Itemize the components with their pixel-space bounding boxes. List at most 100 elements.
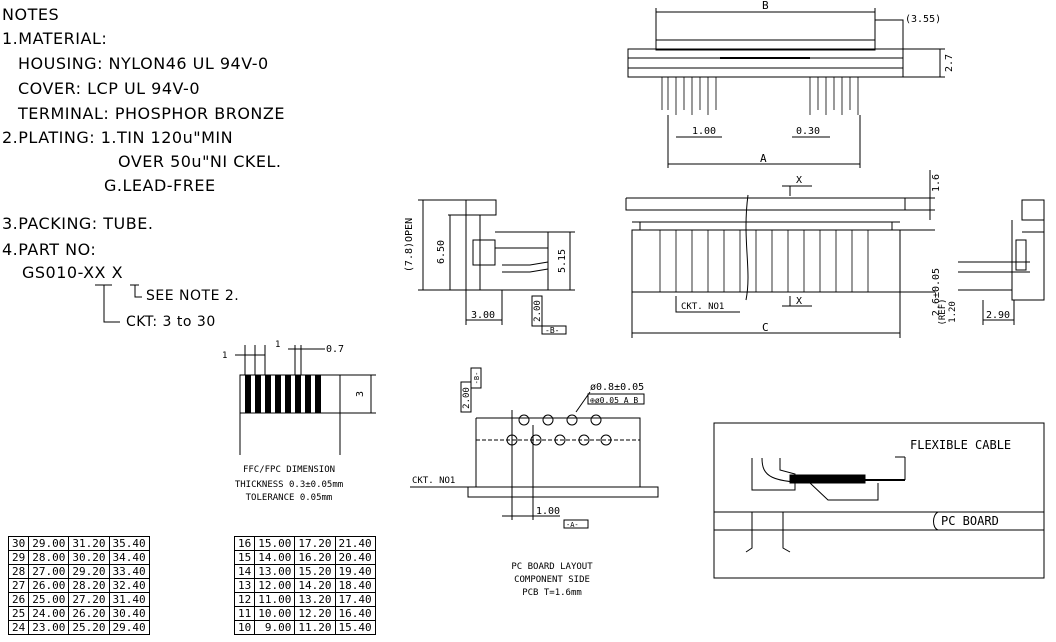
pcb-dim-1-00: 1.00 — [536, 506, 560, 517]
ckt-no1-front: CKT. NO1 — [681, 302, 724, 312]
dim-1-6: 1.6 — [931, 174, 942, 192]
table-cell: 10.00 — [254, 606, 296, 621]
detail-box — [713, 422, 1045, 579]
pcb-holes-row1 — [518, 414, 602, 426]
dim-3-55: (3.55) — [905, 14, 941, 25]
dim-3-00: 3.00 — [471, 310, 495, 321]
dim-2-7: 2.7 — [944, 54, 955, 72]
table-cell: 25.00 — [28, 592, 70, 607]
table-cell: 31.40 — [108, 592, 150, 607]
dim-a: A — [760, 152, 767, 165]
section-x-top: X — [796, 175, 802, 186]
table-cell: 28 — [7, 564, 30, 579]
table-cell: 12 — [233, 592, 256, 607]
ffc-dim-1a: 1 — [222, 351, 227, 361]
dim-0-30: 0.30 — [796, 126, 820, 137]
table-cell: 14 — [233, 564, 256, 579]
table-cell: 13 — [233, 578, 256, 593]
table-cell: 26.20 — [68, 606, 110, 621]
table-cell: 33.40 — [108, 564, 150, 579]
see-note-label: SEE NOTE 2. — [146, 288, 240, 304]
table-cell: 35.40 — [108, 536, 150, 551]
table-cell: 13.00 — [254, 564, 296, 579]
note-housing: HOUSING: NYLON46 UL 94V-0 — [18, 54, 269, 73]
table-cell: 31.20 — [68, 536, 110, 551]
note-cover: COVER: LCP UL 94V-0 — [18, 79, 200, 98]
dim-7-8-open: (7.8)OPEN — [404, 218, 415, 272]
pcb-layout-view — [410, 367, 659, 529]
pc-board-label: PC BOARD — [941, 514, 999, 528]
table-cell: 30.20 — [68, 550, 110, 565]
dim-b: B — [762, 0, 769, 12]
note-nickel: OVER 50u"NI CKEL. — [118, 152, 282, 171]
table-cell: 23.00 — [28, 620, 70, 635]
ref-label: (REF) — [938, 298, 948, 325]
dim-6-50: 6.50 — [436, 240, 447, 264]
table-cell: 26.00 — [28, 578, 70, 593]
table-cell: 27 — [7, 578, 30, 593]
ffc-dim-0-7: 0.7 — [326, 344, 344, 355]
note-leadfree: G.LEAD-FREE — [104, 176, 216, 195]
pcb-caption-thickness: PCB T=1.6mm — [522, 588, 582, 598]
table-cell: 14.20 — [294, 578, 336, 593]
table-cell: 13.20 — [294, 592, 336, 607]
part-number: GS010-XX X — [22, 263, 124, 282]
table-cell: 11.00 — [254, 592, 296, 607]
pcb-datum-b: -B- — [473, 372, 481, 385]
note-packing: 3.PACKING: TUBE. — [2, 214, 154, 233]
dim-5-15: 5.15 — [557, 249, 568, 273]
table-cell: 27.20 — [68, 592, 110, 607]
note-terminal: TERMINAL: PHOSPHOR BRONZE — [18, 104, 285, 123]
ffc-dimension-view — [235, 345, 376, 455]
table-cell: 29 — [7, 550, 30, 565]
table-cell: 18.40 — [334, 578, 376, 593]
table-cell: 28.00 — [28, 550, 70, 565]
table-cell: 28.20 — [68, 578, 110, 593]
part-number-leaders — [95, 284, 142, 323]
ffc-tolerance: TOLERANCE 0.05mm — [246, 493, 333, 503]
pcb-datum-a: -A- — [566, 521, 579, 529]
datum-b-side: -B- — [545, 326, 559, 335]
table-cell: 24.00 — [28, 606, 70, 621]
table-cell: 15 — [233, 550, 256, 565]
ckt-no1-pcb: CKT. NO1 — [412, 476, 455, 486]
table-cell: 16 — [233, 536, 256, 551]
side-view — [418, 199, 575, 335]
ffc-dim-1b: 1 — [275, 340, 280, 350]
dim-2-00-side: 2.00 — [533, 300, 543, 322]
table-cell: 9.00 — [254, 620, 296, 635]
table-cell: 11 — [233, 606, 256, 621]
ffc-dim-3: 3 — [355, 391, 366, 397]
pcb-caption-side: COMPONENT SIDE — [514, 575, 590, 585]
flexible-cable-label: FLEXIBLE CABLE — [910, 438, 1011, 452]
section-x-bottom: X — [796, 296, 802, 307]
notes-heading: NOTES — [2, 5, 60, 24]
table-cell: 12.00 — [254, 578, 296, 593]
table-cell: 15.00 — [254, 536, 296, 551]
table-cell: 14.00 — [254, 550, 296, 565]
table-cell: 16.40 — [334, 606, 376, 621]
ffc-thickness: THICKNESS 0.3±0.05mm — [235, 480, 343, 490]
table-cell: 17.40 — [334, 592, 376, 607]
table-cell: 29.20 — [68, 564, 110, 579]
table-cell: 29.40 — [108, 620, 150, 635]
table-cell: 21.40 — [334, 536, 376, 551]
table-cell: 27.00 — [28, 564, 70, 579]
front-view — [625, 170, 935, 338]
pcb-caption-layout: PC BOARD LAYOUT — [511, 562, 593, 572]
table-cell: 15.20 — [294, 564, 336, 579]
note-plating: 2.PLATING: 1.TIN 120u"MIN — [2, 128, 234, 147]
